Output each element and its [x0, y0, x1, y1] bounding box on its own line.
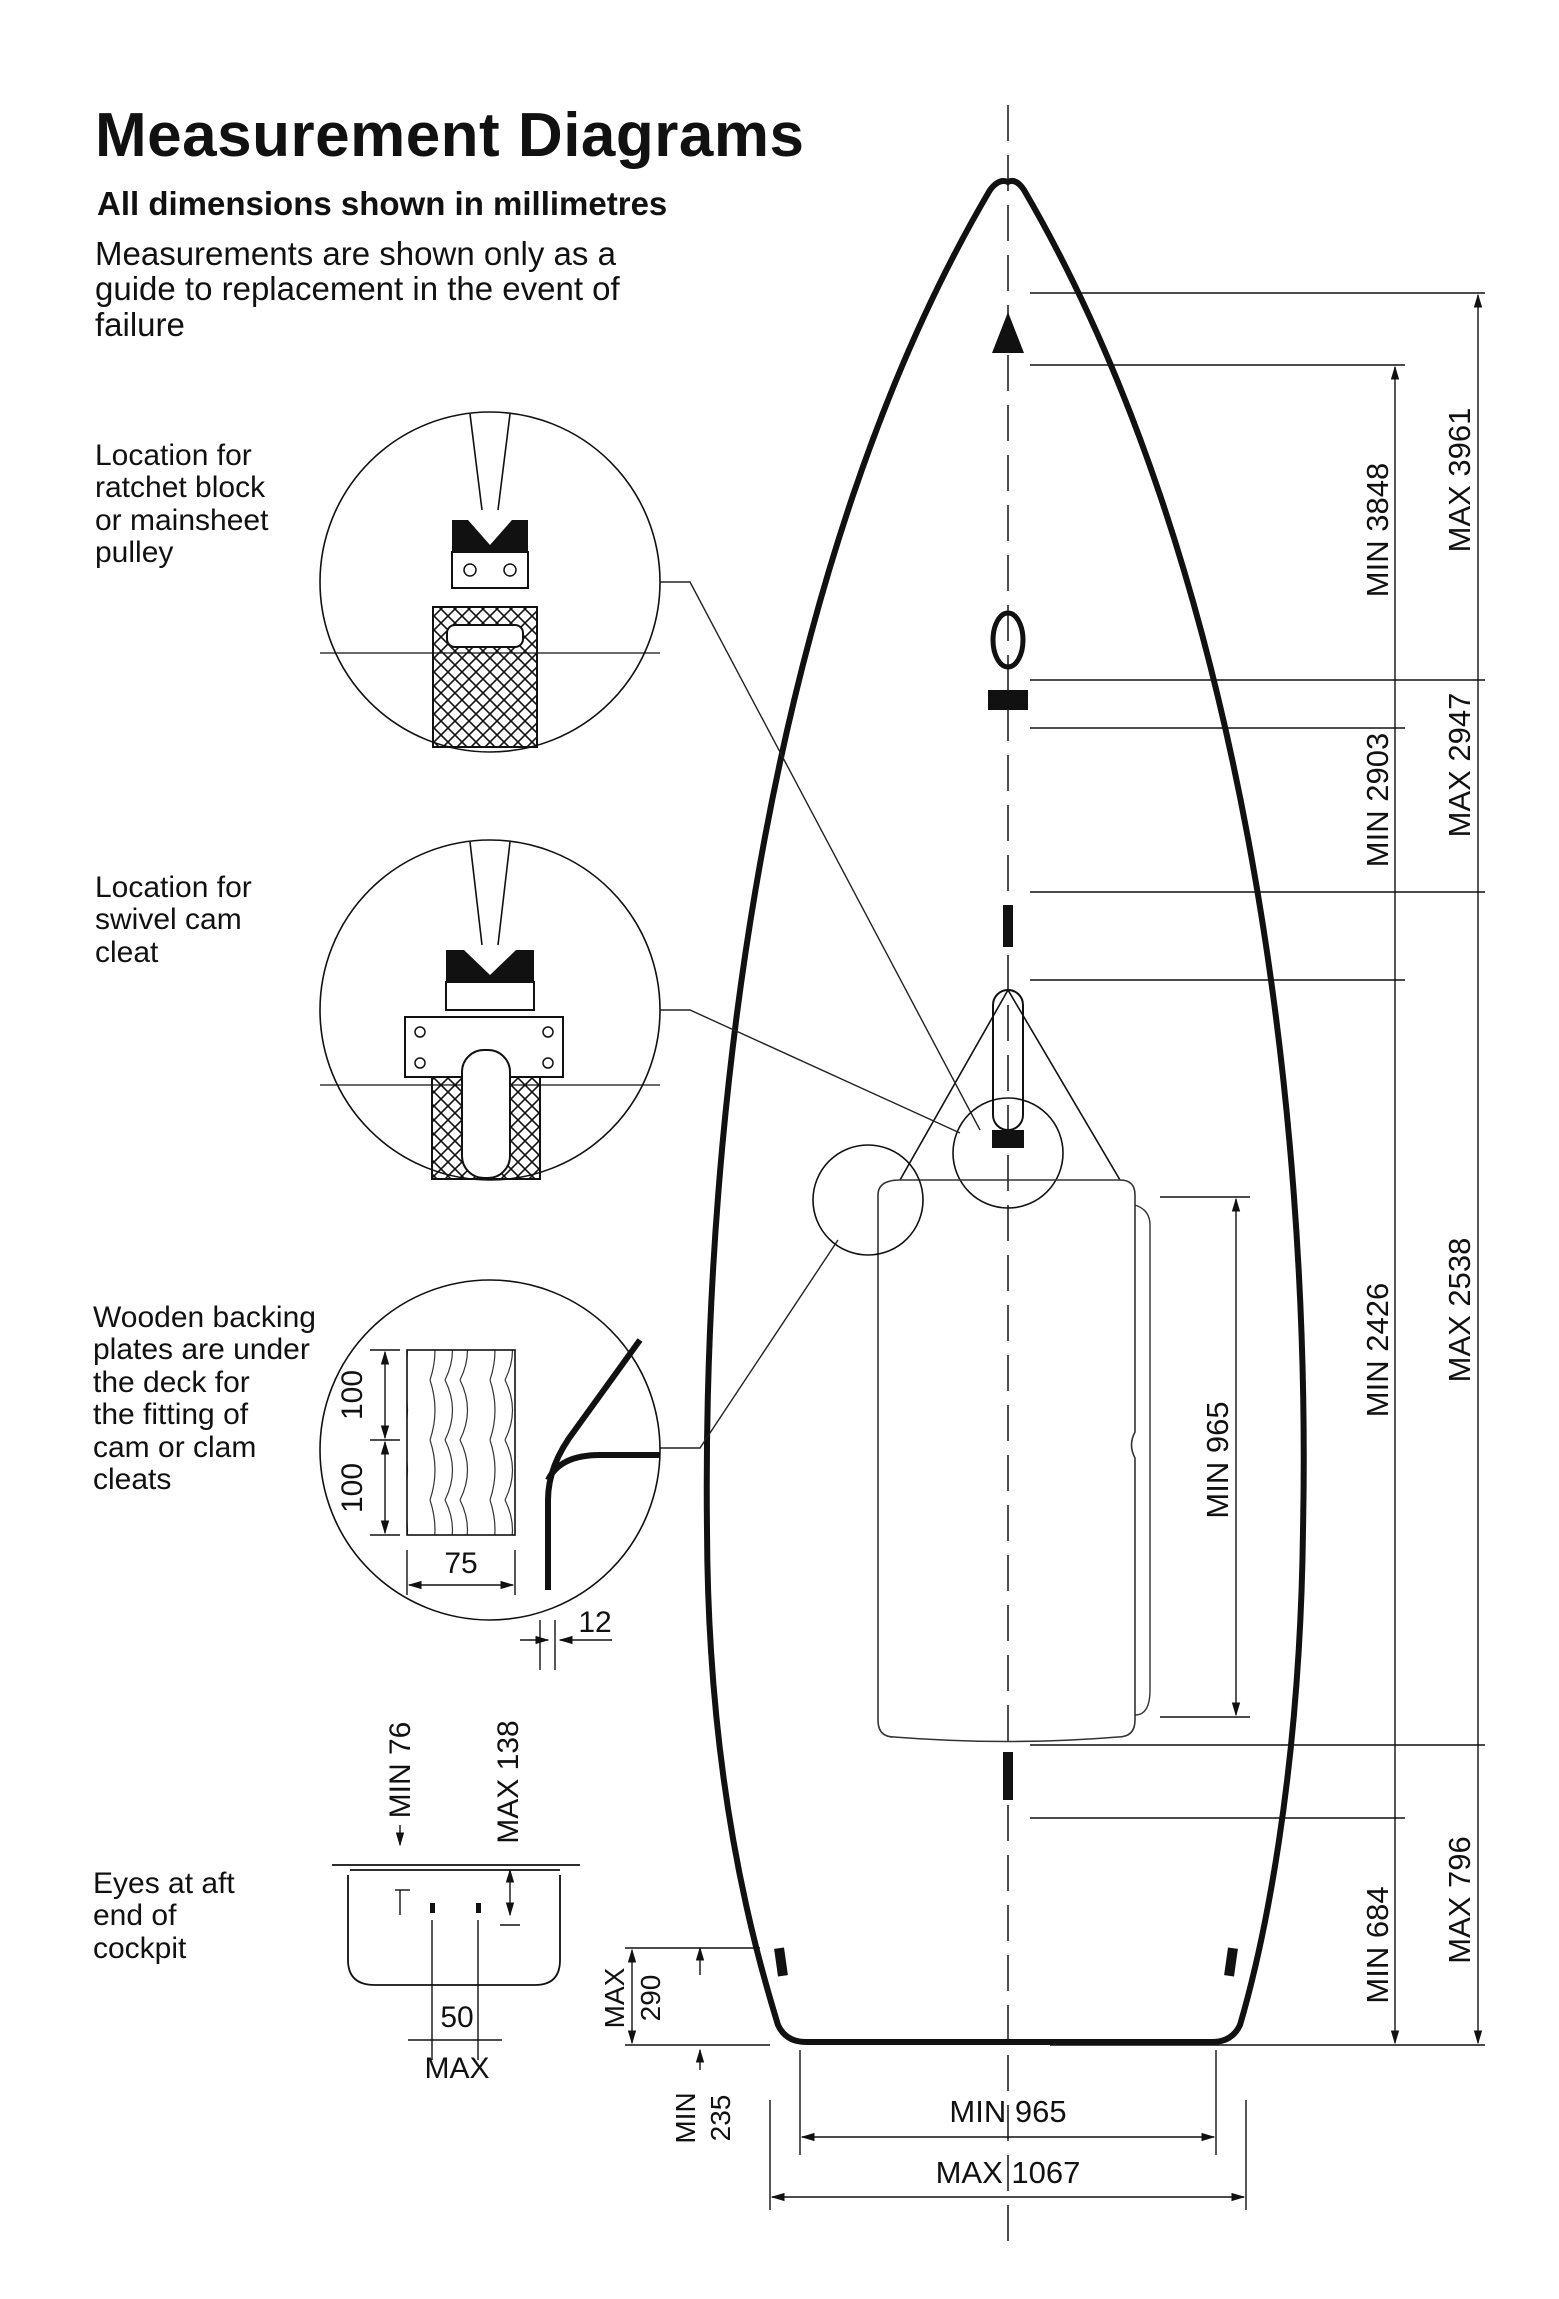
dim-min-2903: MIN 2903 — [1360, 733, 1395, 867]
leader-lines — [660, 581, 981, 1449]
dim-max-2947: MAX 2947 — [1442, 693, 1477, 838]
dim-stern-max: MAX — [599, 1967, 630, 2028]
dim-min-3848: MIN 3848 — [1360, 463, 1395, 597]
dim-backing-lower: 100 — [336, 1463, 369, 1513]
detail-swivel-cam-cleat — [319, 839, 661, 1181]
hull-dimension-lines — [625, 292, 1485, 2210]
page-title: Measurement Diagrams — [95, 101, 805, 170]
dim-max-3961: MAX 3961 — [1442, 408, 1477, 553]
fitting-block-icon — [988, 690, 1028, 710]
dim-eye-spacing: 50 — [440, 2001, 473, 2034]
dim-backing-upper: 100 — [336, 1370, 369, 1420]
caption-ratchet-block: Location for ratchet block or mainsheet … — [95, 439, 269, 570]
dim-stern-min: MIN — [670, 2092, 701, 2143]
detail-ratchet-block — [319, 411, 661, 753]
dim-min-2426: MIN 2426 — [1360, 1283, 1395, 1417]
dim-stern-235: 235 — [705, 2095, 736, 2142]
dim-max-796: MAX 796 — [1442, 1836, 1477, 1964]
dim-eye-max: MAX 138 — [492, 1720, 525, 1843]
dim-backing-width: 75 — [444, 1547, 477, 1580]
dim-transom-max: MAX 1067 — [936, 2155, 1081, 2190]
dim-edge-offset: 12 — [578, 1606, 611, 1639]
intro-text: Measurements are shown only as a guide t… — [95, 235, 620, 343]
dim-transom-min: MIN 965 — [949, 2094, 1066, 2129]
caption-wooden-backing-plates: Wooden backing plates are under the deck… — [93, 1301, 316, 1496]
eye-fitting-icon — [990, 610, 1026, 670]
hull-outline — [703, 105, 1307, 2250]
dim-stern-290: 290 — [635, 1975, 666, 2022]
dim-max-2538: MAX 2538 — [1442, 1238, 1477, 1383]
caption-swivel-cam-cleat: Location for swivel cam cleat — [95, 871, 252, 969]
dim-min-965-cockpit: MIN 965 — [1200, 1401, 1235, 1518]
caption-eyes-aft-cockpit: Eyes at aft end of cockpit — [93, 1867, 235, 1965]
dim-min-684: MIN 684 — [1360, 1886, 1395, 2003]
page-subtitle: All dimensions shown in millimetres — [97, 185, 668, 222]
detail-wooden-backing — [319, 1279, 661, 1670]
detail-eyes — [332, 1825, 580, 2060]
dim-eye-spacing-max: MAX — [424, 2052, 489, 2085]
bow-arrow-icon — [992, 312, 1024, 353]
dim-eye-min: MIN 76 — [384, 1722, 417, 1819]
